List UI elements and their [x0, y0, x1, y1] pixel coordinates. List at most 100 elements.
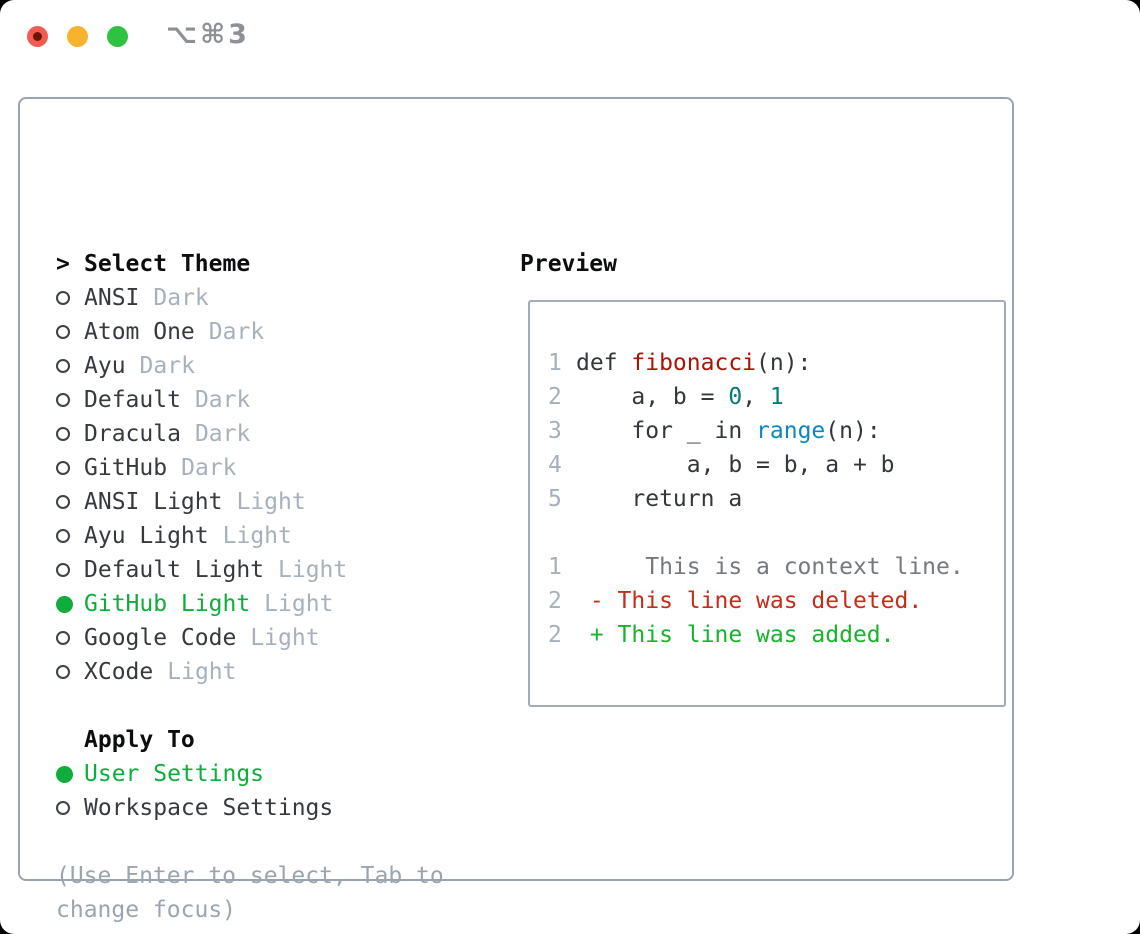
token-keyword: in	[714, 418, 743, 444]
radio-icon	[56, 325, 70, 339]
diff-deletion-text: - This line was deleted.	[576, 588, 923, 614]
theme-name: Ayu	[84, 353, 126, 379]
select-theme-title: Select Theme	[84, 251, 251, 277]
token-plain: a	[714, 486, 743, 512]
theme-variant-tag: Dark	[139, 353, 195, 379]
apply-to-title: Apply To	[84, 727, 195, 753]
preview-header: Preview	[520, 247, 617, 281]
code-text: for _ in range(n):	[576, 418, 881, 444]
theme-variant-tag: Dark	[194, 387, 251, 413]
theme-variant-tag: Dark	[153, 285, 209, 311]
theme-option-ansi-light[interactable]: ANSI Light Light	[56, 485, 506, 519]
theme-option-atom-one[interactable]: Atom One Dark	[56, 315, 506, 349]
theme-option-ayu-light[interactable]: Ayu Light Light	[56, 519, 506, 553]
code-text: a, b = 0, 1	[576, 384, 783, 410]
theme-option-github[interactable]: GitHub Dark	[56, 451, 506, 485]
token-builtin: range	[756, 418, 826, 444]
token-plain	[742, 418, 756, 444]
token-keyword: def	[576, 350, 632, 376]
token-title: fibonacci	[631, 350, 757, 376]
theme-option-dracula[interactable]: Dracula Dark	[56, 417, 506, 451]
code-line: 3 for _ in range(n):	[548, 418, 990, 452]
token-plain: (n):	[756, 350, 812, 376]
theme-name: GitHub Light	[84, 591, 251, 617]
maximize-button[interactable]	[107, 26, 128, 47]
code-line: 4 a, b = b, a + b	[548, 452, 990, 486]
radio-icon	[56, 291, 70, 305]
preview-title: Preview	[520, 251, 617, 277]
radio-icon	[56, 665, 70, 679]
theme-variant-tag: Light	[264, 591, 334, 617]
theme-option-xcode[interactable]: XCode Light	[56, 655, 506, 689]
theme-name: Google Code	[84, 625, 237, 651]
code-line: 2 a, b = 0, 1	[548, 384, 990, 418]
window-shortcut-label: ⌥⌘3	[166, 19, 250, 50]
code-line: 5 return a	[548, 486, 990, 520]
spacer	[56, 825, 506, 859]
token-keyword: return	[631, 486, 715, 512]
diff-line: 2 - This line was deleted.	[548, 588, 990, 622]
line-number: 3	[548, 418, 562, 444]
line-number: 2	[548, 622, 562, 648]
radio-icon	[56, 461, 70, 475]
theme-variant-tag: Light	[250, 625, 320, 651]
radio-icon	[56, 495, 70, 509]
theme-option-ayu[interactable]: Ayu Dark	[56, 349, 506, 383]
theme-variant-tag: Dark	[181, 455, 237, 481]
prompt-icon: >	[56, 251, 70, 277]
token-number: 0	[728, 384, 743, 410]
apply-to-option-user-settings[interactable]: User Settings	[56, 757, 506, 791]
radio-icon	[56, 427, 70, 441]
theme-option-default[interactable]: Default Dark	[56, 383, 506, 417]
theme-option-default-light[interactable]: Default Light Light	[56, 553, 506, 587]
radio-icon	[56, 595, 73, 613]
code-text: return a	[576, 486, 742, 512]
line-number: 2	[548, 384, 562, 410]
code-line: 1 def fibonacci(n):	[548, 350, 990, 384]
token-plain: a, b = b, a + b	[576, 452, 895, 478]
apply-to-option-workspace-settings[interactable]: Workspace Settings	[56, 791, 506, 825]
traffic-lights	[27, 26, 128, 47]
line-number: 1	[548, 350, 562, 376]
token-plain	[576, 486, 631, 512]
line-number: 2	[548, 588, 562, 614]
theme-name: XCode	[84, 659, 154, 685]
titlebar: ⌥⌘3	[0, 0, 1140, 74]
theme-variant-tag: Dark	[194, 421, 251, 447]
theme-name: Default	[84, 387, 181, 413]
radio-icon	[56, 631, 70, 645]
diff-preview: 1 This is a context line. 2 - This line …	[548, 554, 990, 656]
radio-icon	[56, 801, 70, 815]
line-number: 4	[548, 452, 562, 478]
theme-variant-tag: Dark	[208, 319, 265, 345]
apply-to-label: Workspace Settings	[84, 795, 334, 821]
close-dot-icon	[33, 32, 42, 41]
code-text: a, b = b, a + b	[576, 452, 895, 478]
theme-name: Dracula	[84, 421, 181, 447]
theme-name: GitHub	[84, 455, 168, 481]
apply-to-header: Apply To	[56, 723, 506, 757]
theme-variant-tag: Light	[278, 557, 348, 583]
theme-option-google-code[interactable]: Google Code Light	[56, 621, 506, 655]
radio-icon	[56, 563, 70, 577]
theme-name: Atom One	[84, 319, 195, 345]
theme-variant-tag: Light	[236, 489, 306, 515]
line-number: 5	[548, 486, 562, 512]
token-plain: _	[672, 418, 715, 444]
theme-list: ANSI Dark Atom One Dark Ayu Dark Default…	[56, 281, 506, 689]
apply-to-list: User Settings Workspace Settings	[56, 757, 506, 825]
spacer	[56, 689, 506, 723]
minimize-button[interactable]	[67, 26, 88, 47]
theme-name: ANSI Light	[84, 489, 223, 515]
theme-option-ansi[interactable]: ANSI Dark	[56, 281, 506, 315]
close-button[interactable]	[27, 26, 48, 47]
token-keyword: for	[631, 418, 673, 444]
diff-addition-text: + This line was added.	[576, 622, 895, 648]
theme-option-github-light[interactable]: GitHub Light Light	[56, 587, 506, 621]
theme-name: ANSI	[84, 285, 140, 311]
radio-icon	[56, 765, 73, 783]
token-plain: (n):	[825, 418, 881, 444]
code-text: def fibonacci(n):	[576, 350, 811, 376]
